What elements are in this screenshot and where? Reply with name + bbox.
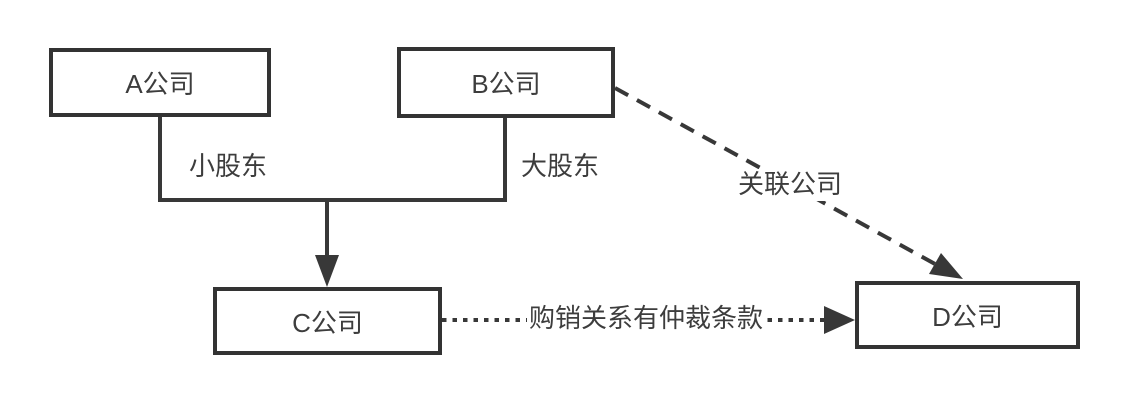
arrowhead-into-d-left xyxy=(824,306,855,334)
node-company-d-label: D公司 xyxy=(932,301,1003,332)
node-company-d: D公司 xyxy=(855,281,1080,349)
node-company-c: C公司 xyxy=(213,287,442,355)
edge-label-minor-shareholder: 小股东 xyxy=(189,151,268,181)
node-company-a: A公司 xyxy=(49,48,271,117)
node-company-b: B公司 xyxy=(397,47,615,118)
edge-label-trade-arbitration-clause: 购销关系有仲裁条款 xyxy=(527,303,766,335)
arrowhead-into-d-top xyxy=(929,253,963,279)
edge-label-major-shareholder: 大股东 xyxy=(521,151,600,181)
arrowhead-into-c xyxy=(315,255,339,287)
node-company-a-label: A公司 xyxy=(125,69,195,99)
edge-label-affiliated-company: 关联公司 xyxy=(736,169,845,201)
node-company-c-label: C公司 xyxy=(292,307,363,338)
node-company-b-label: B公司 xyxy=(471,69,541,99)
